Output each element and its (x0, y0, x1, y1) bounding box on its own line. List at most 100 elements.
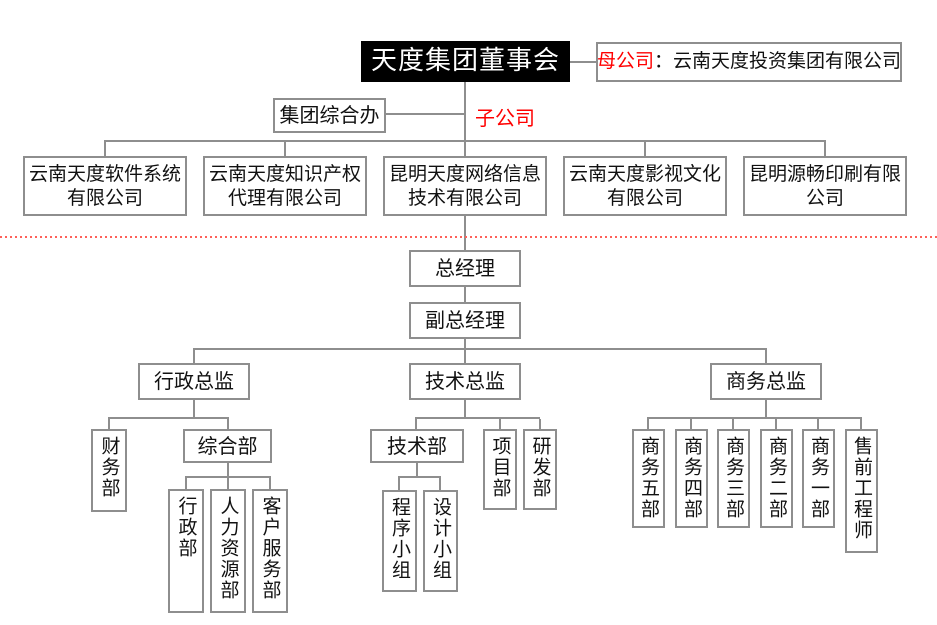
subsidiary-box-ip-agency: 云南天度知识产权代理有限公司 (203, 156, 367, 216)
admin-dept-label: 行政部 (175, 496, 198, 559)
business-dept-2-box: 商务二部 (760, 429, 793, 528)
connector-line (647, 417, 862, 419)
connector-line (439, 478, 441, 490)
tech-dept-box: 技术部 (370, 429, 464, 463)
connector-line (108, 417, 229, 419)
business-dept-4-label: 商务四部 (680, 436, 703, 520)
rnd-dept-box: 研发部 (523, 429, 557, 510)
connector-line (775, 419, 777, 429)
connector-line (227, 419, 229, 429)
customer-service-dept-label: 客户服务部 (259, 496, 282, 601)
connector-line (185, 478, 187, 489)
connector-line (269, 478, 271, 489)
project-dept-box: 项目部 (483, 429, 517, 510)
business-dept-3-box: 商务三部 (717, 429, 750, 528)
connector-line (193, 348, 767, 350)
connector-line (415, 417, 540, 419)
general-affairs-dept-box: 综合部 (183, 429, 272, 463)
subsidiary-name: 昆明天度网络信息技术有限公司 (388, 163, 541, 209)
tech-dept-label: 技术部 (387, 433, 447, 458)
connector-line (227, 463, 229, 477)
board-title: 天度集团董事会 (370, 46, 560, 77)
design-team-box: 设计小组 (423, 490, 458, 592)
group-office-label: 集团综合办 (279, 103, 380, 127)
connector-line (398, 476, 441, 478)
connector-line (104, 142, 106, 156)
subsidiary-box-network: 昆明天度网络信息技术有限公司 (383, 156, 547, 216)
connector-line (817, 419, 819, 429)
connector-line (765, 400, 767, 418)
connector-line (539, 419, 541, 429)
program-team-box: 程序小组 (382, 490, 417, 592)
connector-line (108, 419, 110, 429)
connector-line (860, 419, 862, 429)
connector-line (398, 478, 400, 490)
connector-line (416, 463, 418, 477)
design-team-label: 设计小组 (429, 497, 452, 581)
tech-director-label: 技术总监 (425, 369, 505, 393)
connector-line (644, 142, 646, 156)
connector-line (227, 478, 229, 489)
connector-line (193, 350, 195, 363)
parent-company-name: ：云南天度投资集团有限公司 (654, 50, 902, 73)
connector-line (464, 82, 466, 156)
program-team-label: 程序小组 (388, 497, 411, 581)
parent-company-label: 母公司 (596, 50, 654, 73)
connector-line (690, 419, 692, 429)
business-dept-1-label: 商务一部 (807, 436, 830, 520)
admin-director-box: 行政总监 (138, 363, 250, 400)
business-dept-3-label: 商务三部 (722, 436, 745, 520)
connector-line (464, 339, 466, 363)
connector-line (284, 142, 286, 156)
customer-service-dept-box: 客户服务部 (252, 489, 288, 613)
connector-line (464, 287, 466, 302)
business-director-box: 商务总监 (710, 363, 822, 400)
general-affairs-dept-label: 综合部 (197, 433, 258, 458)
subsidiary-box-printing: 昆明源畅印刷有限公司 (743, 156, 907, 216)
connector-line (570, 61, 596, 63)
subsidiary-name: 云南天度影视文化有限公司 (568, 163, 721, 209)
connector-line (185, 476, 271, 478)
subsidiary-name: 昆明源畅印刷有限公司 (748, 163, 901, 209)
subsidiary-box-media: 云南天度影视文化有限公司 (563, 156, 727, 216)
business-dept-4-box: 商务四部 (675, 429, 708, 528)
admin-dept-box: 行政部 (168, 489, 204, 613)
presales-engineer-box: 售前工程师 (845, 429, 878, 553)
subsidiary-label: 子公司 (475, 106, 535, 130)
connector-line (732, 419, 734, 429)
rnd-dept-label: 研发部 (529, 436, 552, 499)
connector-line (104, 140, 826, 142)
business-director-label: 商务总监 (726, 369, 806, 393)
subsidiary-name: 云南天度知识产权代理有限公司 (208, 163, 361, 209)
finance-dept-label: 财务部 (98, 436, 121, 499)
admin-director-label: 行政总监 (154, 369, 234, 393)
connector-line (386, 113, 464, 115)
presales-engineer-label: 售前工程师 (850, 436, 873, 541)
hr-dept-label: 人力资源部 (217, 496, 240, 601)
business-dept-5-label: 商务五部 (637, 436, 660, 520)
business-dept-5-box: 商务五部 (632, 429, 665, 528)
subsidiary-name: 云南天度软件系统有限公司 (28, 163, 181, 209)
connector-line (647, 419, 649, 429)
finance-dept-box: 财务部 (91, 429, 127, 512)
connector-line (415, 419, 417, 429)
general-manager-label: 总经理 (435, 256, 495, 280)
connector-line (193, 400, 195, 418)
project-dept-label: 项目部 (489, 436, 512, 499)
hr-dept-box: 人力资源部 (210, 489, 246, 613)
connector-line (499, 419, 501, 429)
general-manager-box: 总经理 (409, 250, 521, 287)
connector-line (824, 142, 826, 156)
group-office-box: 集团综合办 (273, 98, 386, 133)
deputy-general-manager-label: 副总经理 (425, 308, 505, 332)
subsidiary-box-software: 云南天度软件系统有限公司 (23, 156, 187, 216)
tech-director-box: 技术总监 (409, 363, 521, 400)
parent-company-box: 母公司：云南天度投资集团有限公司 (596, 42, 902, 82)
business-dept-2-label: 商务二部 (765, 436, 788, 520)
business-dept-1-box: 商务一部 (802, 429, 835, 528)
divider-dotted-line (0, 236, 937, 238)
connector-line (765, 350, 767, 363)
board-box: 天度集团董事会 (361, 41, 570, 82)
connector-line (464, 400, 466, 418)
